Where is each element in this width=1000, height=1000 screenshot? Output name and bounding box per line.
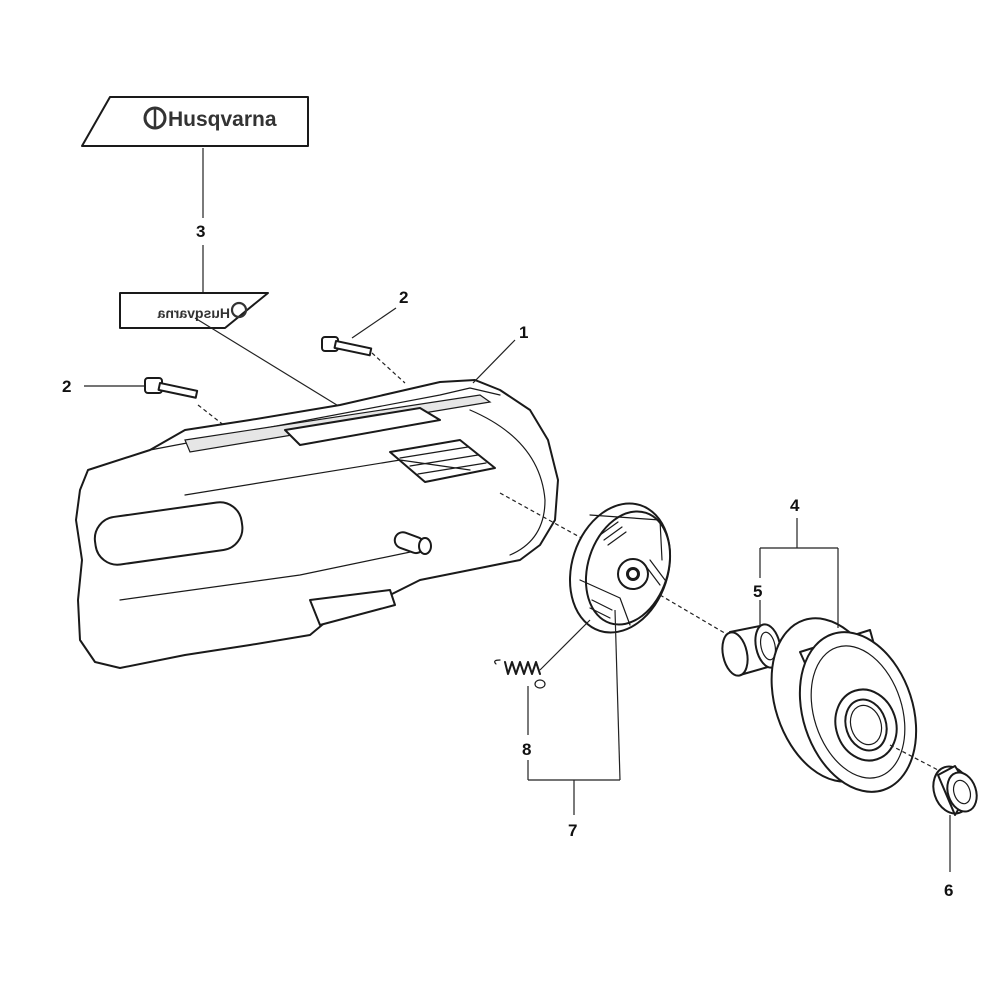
vent-grill [389, 439, 496, 483]
clutch-assembly-part [569, 502, 672, 634]
decal-brand-text: Husqvarna [168, 108, 277, 131]
bolt-upper-part [321, 336, 373, 357]
callout-7: 7 [568, 821, 577, 840]
cover-pin [393, 531, 432, 555]
callout-4: 4 [790, 496, 800, 515]
decal-mirror-text: Husqvarna [157, 305, 230, 321]
washer-nut-part [932, 765, 978, 816]
spring-part [494, 659, 546, 689]
callout-2-lower: 2 [62, 377, 71, 396]
decal-part: Husqvarna Husqvarna [81, 96, 309, 329]
husqvarna-logo-icon [143, 106, 167, 130]
clutch-cover-part [75, 379, 559, 669]
needle-bearing-part [721, 623, 782, 677]
clutch-drum-part [770, 617, 918, 793]
callout-3: 3 [196, 222, 205, 241]
bolt-lower-part [144, 377, 199, 399]
callout-6: 6 [944, 881, 953, 900]
callout-8: 8 [522, 740, 531, 759]
callout-5: 5 [753, 582, 762, 601]
callout-2-upper: 2 [399, 288, 408, 307]
callout-1: 1 [519, 323, 528, 342]
clutch-spring-slot [589, 521, 666, 619]
